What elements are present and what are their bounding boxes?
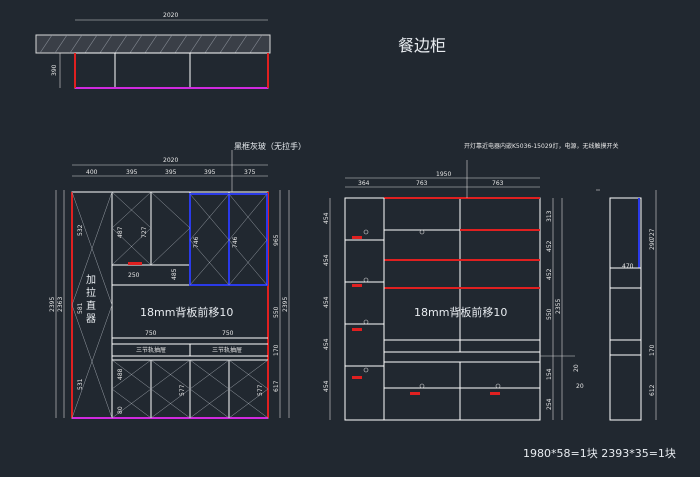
dim-mid-left-2: 454 — [323, 296, 330, 308]
dim-mid-small-1: 20 — [573, 364, 580, 372]
dim-mid-right-5: 550 — [546, 308, 553, 320]
label-vert-1: 加 — [86, 274, 96, 286]
dim-side-5: 612 — [649, 384, 656, 396]
dim-left-right-2: 550 — [273, 306, 280, 318]
dim-mid-right-4: 2355 — [555, 299, 562, 314]
dim-left-top-2: 395 — [126, 169, 138, 176]
dim-left-mid-1: 750 — [145, 330, 157, 337]
dim-inner-3: 531 — [77, 378, 84, 390]
dim-inner-10: 488 — [117, 368, 124, 380]
dim-mid-left-3: 454 — [323, 338, 330, 350]
left-elevation — [55, 150, 290, 419]
dim-mid-small-2: 20 — [576, 383, 584, 390]
dim-mid-right-6: 154 — [546, 368, 553, 380]
dim-inner-2: 581 — [77, 302, 84, 314]
dim-inner-6: 746 — [193, 236, 200, 248]
dim-mid-right-2: 452 — [546, 240, 553, 252]
dim-left-top-3: 395 — [165, 169, 177, 176]
dim-side-3: 470 — [622, 263, 634, 270]
dim-inner-9: 250 — [128, 272, 140, 279]
dim-inner-8: 485 — [171, 268, 178, 280]
label-backboard-left: 18mm背板前移10 — [140, 305, 233, 319]
dim-left-right-3: 170 — [273, 344, 280, 356]
dim-inner-13: 80 — [117, 406, 124, 414]
dim-mid-top-3: 763 — [492, 180, 504, 187]
dim-left-right-total: 2395 — [282, 297, 289, 312]
drawer-label-left: 三节轨抽屉 — [136, 346, 166, 354]
dim-inner-5: 727 — [141, 226, 148, 238]
dim-inner-7: 746 — [232, 236, 239, 248]
side-section — [596, 189, 657, 421]
dim-mid-top-1: 364 — [358, 180, 370, 187]
dim-mid-top-2: 763 — [416, 180, 428, 187]
top-plan-view — [35, 19, 271, 89]
label-vert-4: 器 — [86, 313, 96, 325]
dim-left-side-1: 2395 — [49, 297, 56, 312]
dim-left-mid-2: 750 — [222, 330, 234, 337]
label-vert-2: 拉 — [86, 286, 96, 299]
dim-plan-width: 2020 — [163, 12, 178, 19]
dim-mid-total: 1950 — [436, 171, 451, 178]
middle-elevation — [329, 160, 575, 421]
countertop-hatch — [35, 34, 271, 54]
dim-left-top-5: 375 — [244, 169, 256, 176]
dim-left-side-2: 2363 — [57, 297, 64, 312]
dim-side-4: 170 — [649, 344, 656, 356]
dim-side-2: 290 — [649, 238, 656, 250]
dim-mid-left-5: 454 — [323, 212, 330, 224]
dim-left-top-4: 395 — [204, 169, 216, 176]
dim-inner-1: 532 — [77, 224, 84, 236]
dim-mid-left-4: 454 — [323, 380, 330, 392]
note-glass: 黑框灰玻（无拉手） — [234, 141, 306, 151]
dim-left-right-4: 617 — [273, 380, 280, 392]
dim-inner-11: 577 — [179, 384, 186, 396]
dim-mid-right-1: 313 — [546, 210, 553, 222]
dim-left-total: 2020 — [163, 157, 178, 164]
dim-left-top-1: 400 — [86, 169, 98, 176]
note-light: 开灯靠近电器内嵌K5036-15029灯，电源，无线触摸开关 — [464, 142, 618, 150]
dim-mid-right-3: 452 — [546, 268, 553, 280]
label-backboard-mid: 18mm背板前移10 — [414, 305, 507, 319]
dim-plan-height: 390 — [51, 64, 58, 76]
drawer-label-right: 三节轨抽屉 — [212, 346, 242, 354]
dim-left-right-1: 965 — [273, 234, 280, 246]
dim-inner-4: 487 — [117, 226, 124, 238]
dim-side-1: 727 — [649, 228, 656, 240]
dim-mid-right-7: 254 — [546, 398, 553, 410]
drawing-title: 餐边柜 — [398, 36, 446, 55]
dim-mid-left-1: 454 — [323, 254, 330, 266]
label-vert-3: 直 — [86, 299, 96, 312]
dim-inner-12: 577 — [257, 384, 264, 396]
footer-quantities: 1980*58=1块 2393*35=1块 — [523, 447, 676, 460]
